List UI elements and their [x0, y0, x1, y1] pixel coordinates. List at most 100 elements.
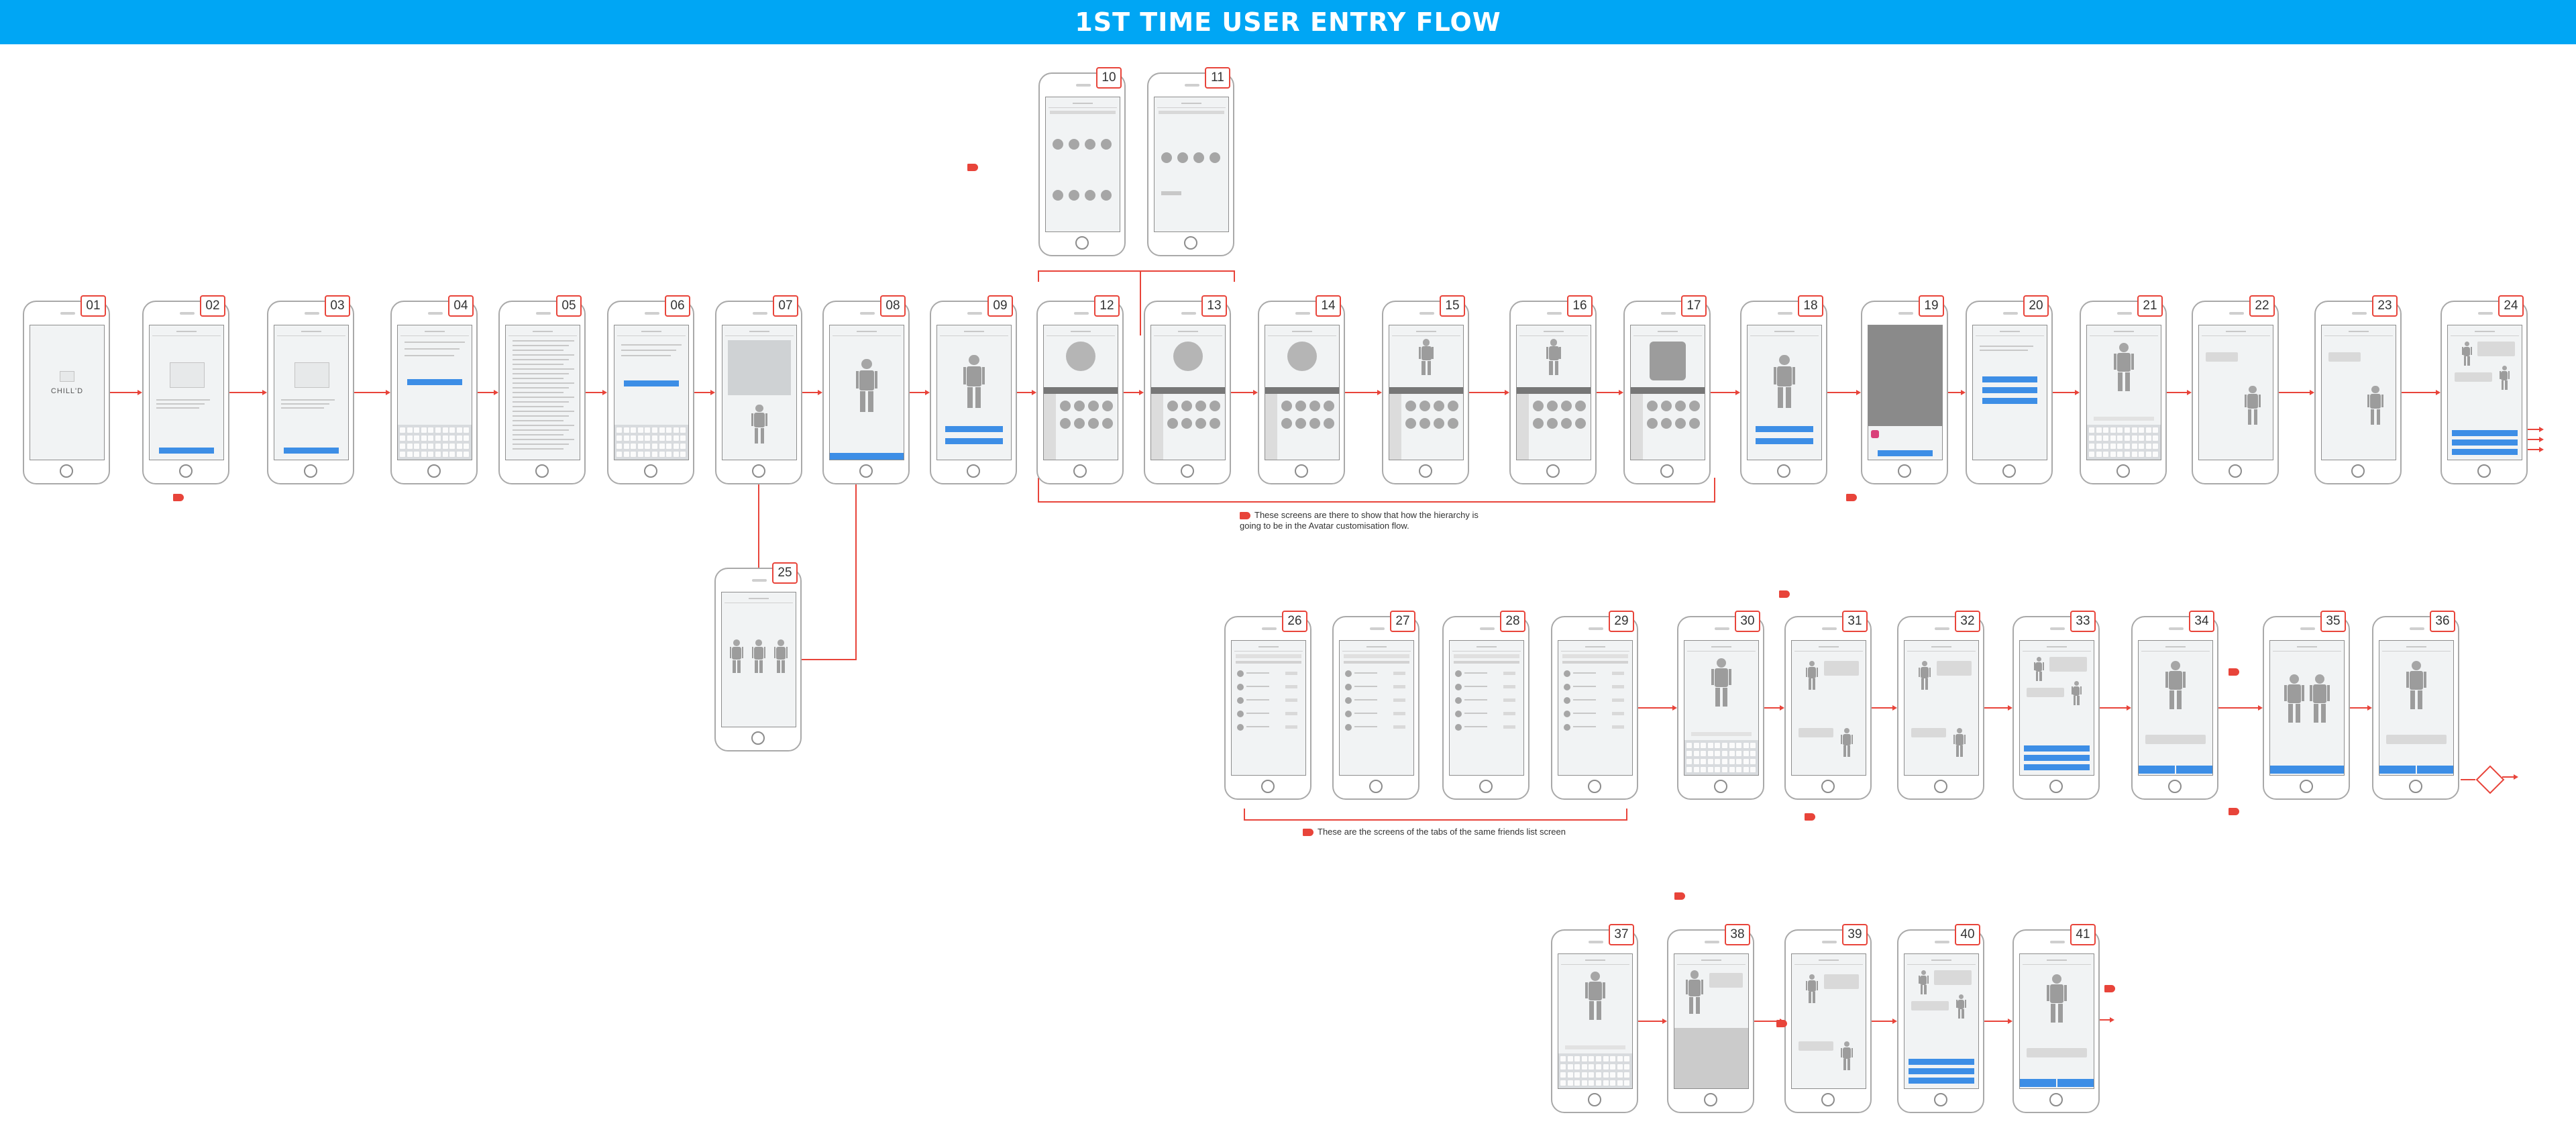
friend-name — [1354, 672, 1377, 674]
keyboard-key — [1610, 1056, 1616, 1061]
arrowhead-icon — [1672, 705, 1677, 711]
avatar-leg — [2035, 672, 2038, 681]
screen-number-badge: 38 — [1725, 924, 1750, 945]
home-button-icon — [1261, 780, 1275, 793]
keyboard-key — [666, 435, 672, 441]
keyboard-key — [1603, 1064, 1609, 1070]
phone-screen-17: 17 — [1623, 295, 1711, 484]
phone-screen-28: 28 — [1442, 611, 1529, 800]
keyboard-key — [2117, 452, 2123, 457]
screen-number-badge: 05 — [556, 295, 582, 317]
nav-title-placeholder — [425, 331, 445, 332]
phone-display — [1684, 640, 1759, 776]
keyboard-key — [1610, 1064, 1616, 1070]
phone-screen-41: 41 — [2012, 924, 2100, 1113]
option-swatch — [1085, 190, 1095, 201]
phone-display — [2138, 640, 2213, 776]
avatar-leg — [2051, 1004, 2055, 1023]
nav-title-placeholder — [749, 331, 769, 332]
option-swatch — [1448, 418, 1458, 429]
keyboard-key — [673, 435, 679, 441]
nav-title-placeholder — [2047, 959, 2067, 961]
avatar-torso — [776, 646, 786, 660]
phone-screen-14: 14 — [1258, 295, 1345, 484]
home-button-icon — [2409, 780, 2422, 793]
nav-bar — [1046, 327, 1115, 336]
text-line — [513, 411, 574, 412]
avatar-leg — [1427, 361, 1431, 375]
avatar-head — [2036, 657, 2041, 662]
keyboard-key — [645, 435, 651, 441]
home-button-icon — [1704, 1093, 1717, 1106]
keyboard-key — [407, 444, 413, 449]
keyboard-key — [1581, 1056, 1587, 1061]
keyboard-key — [2103, 452, 2109, 457]
phone-display — [2379, 640, 2454, 776]
friend-name — [1354, 713, 1377, 714]
avatar-arm — [2470, 347, 2472, 355]
text-line — [621, 344, 682, 346]
arrowhead-icon — [602, 390, 607, 395]
nav-bar — [833, 327, 901, 336]
avatar-leg — [2125, 372, 2130, 391]
option-swatch — [1561, 401, 1572, 411]
nav-title-placeholder — [2349, 331, 2369, 332]
phone-screen-19: 19 — [1861, 295, 1948, 484]
nav-bar — [2451, 327, 2519, 336]
nav-title-placeholder — [1258, 646, 1279, 647]
text-line — [513, 350, 564, 351]
keyboard-key — [442, 435, 448, 441]
keyboard-key — [456, 435, 462, 441]
text-line — [156, 399, 210, 401]
avatar-arm — [765, 413, 767, 426]
keyboard — [1558, 1053, 1632, 1088]
avatar-arm — [2461, 347, 2463, 355]
friend-name — [1573, 726, 1596, 727]
avatar-head — [1958, 994, 1964, 999]
keyboard-key — [1693, 767, 1699, 772]
text-line — [513, 364, 564, 365]
text-line — [513, 401, 569, 403]
avatar-torso — [2247, 394, 2258, 409]
text-line — [621, 355, 671, 356]
avatar-head — [1809, 661, 1815, 667]
keyboard — [398, 425, 472, 460]
note-marker-icon — [1240, 512, 1250, 520]
keyboard-key — [2096, 444, 2102, 449]
keyboard-key — [1701, 751, 1707, 756]
nav-title-placeholder — [1178, 331, 1198, 332]
tab-row — [1454, 661, 1519, 664]
keyboard-key — [1693, 759, 1699, 764]
keyboard-key — [2131, 444, 2137, 449]
phone-speaker — [1295, 312, 1310, 315]
keyboard-key — [1617, 1072, 1623, 1078]
avatar-head — [1690, 970, 1699, 979]
nav-bar — [1561, 643, 1629, 652]
phone-display — [1674, 953, 1749, 1089]
phone-speaker — [1076, 84, 1091, 87]
screen-number-badge: 27 — [1390, 611, 1415, 632]
primary-button — [159, 448, 214, 454]
option-swatch — [1069, 139, 1079, 150]
avatar-head — [2171, 661, 2180, 670]
phone-screen-36: 36 — [2372, 611, 2459, 800]
nav-bar — [2324, 327, 2393, 336]
category-bar — [1631, 387, 1705, 394]
option-chip — [1161, 191, 1181, 195]
keyboard-key — [1603, 1072, 1609, 1078]
phone-speaker — [1370, 627, 1385, 630]
keyboard-key — [407, 435, 413, 441]
avatar-leg — [975, 387, 981, 409]
page-title: 1ST TIME USER ENTRY FLOW — [1075, 7, 1501, 37]
keyboard-key — [652, 427, 657, 433]
note-customisation-hierarchy: These screens are there to show that how… — [1240, 510, 1481, 531]
home-button-icon — [2116, 464, 2130, 478]
arrowhead-icon — [262, 390, 267, 395]
home-button-icon — [644, 464, 657, 478]
avatar-leg — [2118, 372, 2123, 391]
keyboard-key — [637, 427, 643, 433]
nav-bar — [1342, 643, 1411, 652]
option-swatch — [1324, 401, 1334, 411]
text-line — [513, 378, 564, 379]
option-swatch — [1281, 418, 1292, 429]
